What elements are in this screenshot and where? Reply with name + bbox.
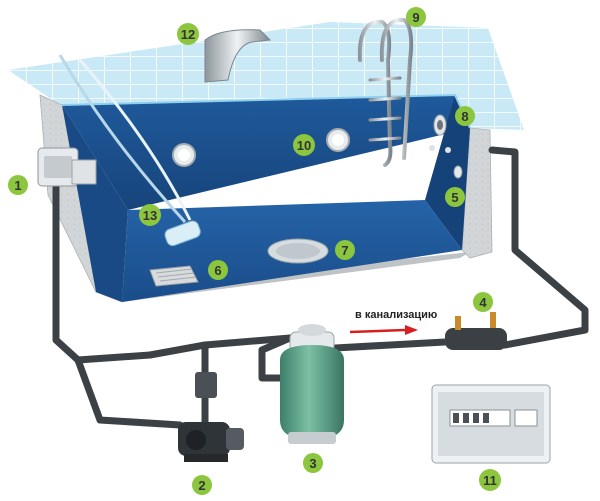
skimmer [37, 147, 97, 187]
badge-10: 10 [293, 134, 315, 156]
badge-label: 5 [451, 190, 458, 205]
pool-vacuum [58, 54, 201, 247]
badge-label: 12 [181, 27, 195, 42]
badge-13: 13 [139, 204, 161, 226]
badge-8: 8 [455, 106, 475, 126]
badge-label: 4 [479, 295, 487, 310]
bottom-drain-grate [149, 265, 199, 287]
badge-9: 9 [406, 7, 426, 27]
heat-exchanger [445, 312, 507, 350]
badge-7: 7 [335, 240, 355, 260]
badge-label: 2 [198, 478, 205, 493]
badge-label: 3 [309, 456, 316, 471]
plumbing-pipes [52, 146, 589, 434]
drain-label: в канализацию [355, 309, 437, 321]
badge-label: 1 [14, 178, 21, 193]
badge-label: 8 [461, 109, 468, 124]
badge-4: 4 [473, 292, 493, 312]
badge-6: 6 [208, 260, 228, 280]
control-panel [431, 384, 551, 464]
waterfall-spout [204, 29, 272, 83]
sand-filter [280, 324, 344, 444]
floor-outlet [267, 238, 329, 264]
return-inlet [453, 165, 463, 179]
badge-5: 5 [445, 187, 465, 207]
underwater-lights [172, 128, 350, 167]
pool-ladder [357, 17, 414, 167]
badge-label: 10 [297, 138, 311, 153]
circulation-pump [178, 372, 244, 462]
badge-label: 13 [143, 208, 157, 223]
badge-2: 2 [192, 475, 212, 495]
badge-label: 11 [483, 473, 497, 488]
badge-12: 12 [177, 23, 199, 45]
badge-label: 7 [341, 243, 348, 258]
badge-1: 1 [8, 175, 28, 195]
badge-3: 3 [303, 453, 323, 473]
counterflow-jets [429, 114, 451, 153]
drain-arrow [349, 325, 418, 335]
callout-badges: 1 2 3 4 5 6 7 8 9 10 11 12 13 [8, 7, 501, 495]
badge-label: 6 [214, 263, 221, 278]
badge-11: 11 [479, 469, 501, 491]
badge-label: 9 [412, 10, 419, 25]
pool-basin [61, 93, 471, 302]
